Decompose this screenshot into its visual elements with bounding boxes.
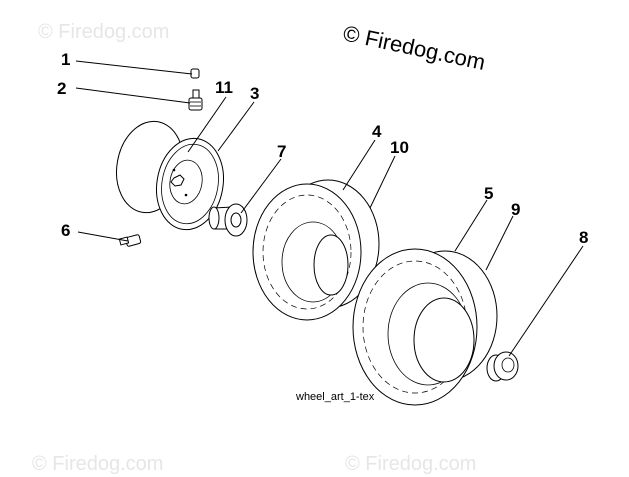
part-rim-icon (116, 120, 224, 231)
callout-7: 7 (277, 142, 286, 161)
part-valve-stem-icon (188, 89, 203, 111)
callout-9: 9 (511, 200, 520, 219)
callout-5: 5 (484, 184, 493, 203)
diagram-caption: wheel_art_1-tex (295, 391, 375, 403)
part-nut-icon (190, 68, 200, 79)
part-bushing-icon (208, 203, 248, 237)
watermark: © Firedog.com (341, 20, 488, 75)
part-rear-tire-icon (352, 248, 498, 406)
part-front-tire-icon (252, 179, 380, 321)
callout-4: 4 (372, 122, 382, 141)
callout-2: 2 (57, 79, 66, 98)
faint-watermark-bottom-left: © Firedog.com (32, 453, 163, 475)
callout-8: 8 (579, 228, 588, 247)
part-hub-cap-icon (486, 351, 519, 382)
faint-watermark-bottom-right: © Firedog.com (345, 453, 476, 475)
faint-watermark-top-left: © Firedog.com (38, 21, 169, 43)
callout-1: 1 (61, 50, 70, 69)
callout-3: 3 (250, 84, 259, 103)
callout-6: 6 (61, 221, 70, 240)
faint-watermarks: © Firedog.com © Firedog.com © Firedog.co… (32, 21, 476, 475)
callout-10: 10 (390, 138, 409, 157)
callout-11: 11 (215, 78, 233, 97)
callout-labels: 1 2 11 3 7 4 10 6 5 9 8 (57, 50, 588, 247)
part-grease-fitting-icon (118, 234, 142, 247)
leader-lines (75, 60, 584, 357)
